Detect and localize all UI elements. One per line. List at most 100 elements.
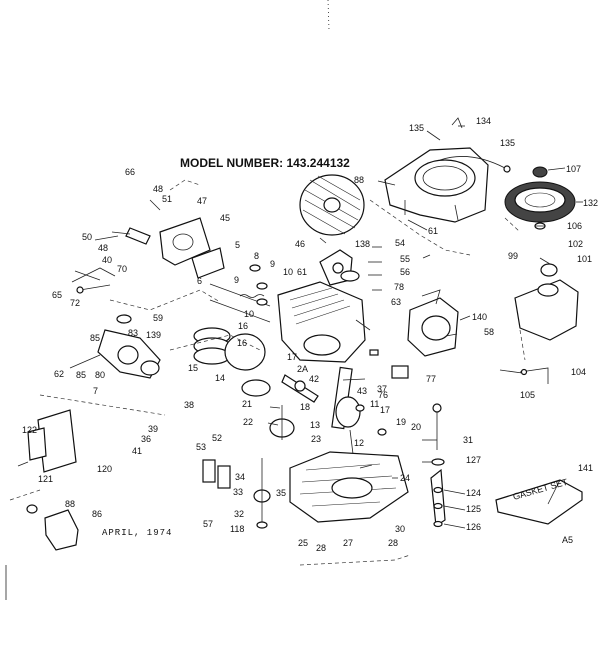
part-label: 8: [254, 251, 259, 261]
scan-speckle: [327, 0, 330, 31]
part-label: 48: [98, 243, 108, 253]
starter-pulley: [407, 289, 459, 357]
part-label: 85: [90, 333, 100, 343]
part-label: 135: [409, 123, 424, 133]
cylinder-block: [277, 281, 371, 363]
part-label: 126: [466, 522, 481, 532]
part-label: 105: [520, 390, 535, 400]
part-label: 41: [132, 446, 142, 456]
part-label: 77: [426, 374, 436, 384]
part-label: 57: [203, 519, 213, 529]
breather-parts: [202, 459, 231, 489]
part-label: 99: [508, 251, 518, 261]
part-label: 140: [472, 312, 487, 322]
part-label: 125: [466, 504, 481, 514]
part-label: 33: [233, 487, 243, 497]
part-label: 102: [568, 239, 583, 249]
part-label: 50: [82, 232, 92, 242]
part-label: 24: [400, 473, 410, 483]
part-label: 7: [93, 386, 98, 396]
part-label: 30: [395, 524, 405, 534]
part-label: 65: [52, 290, 62, 300]
rewind-starter: [504, 166, 576, 230]
part-label: 21: [242, 399, 252, 409]
part-label: 127: [466, 455, 481, 465]
part-label: 10: [283, 267, 293, 277]
part-label: 27: [343, 538, 353, 548]
part-label: 106: [567, 221, 582, 231]
leader-dashes: [9, 179, 526, 566]
part-label: 51: [162, 194, 172, 204]
part-label: 124: [466, 488, 481, 498]
part-label: 23: [311, 434, 321, 444]
part-label: 56: [400, 267, 410, 277]
air-cleaner: [17, 409, 77, 473]
part-label: 42: [309, 374, 319, 384]
part-label: 9: [270, 259, 275, 269]
part-label: 11: [370, 399, 379, 409]
part-label: 132: [583, 198, 598, 208]
part-label: 5: [235, 240, 240, 250]
part-label: 134: [476, 116, 491, 126]
gasket-set-box: GASKET SET: [495, 477, 583, 525]
part-label: 121: [38, 474, 53, 484]
part-label: 2A: [297, 364, 308, 374]
part-label: 9: [234, 275, 239, 285]
part-label: 107: [566, 164, 581, 174]
part-label: 118: [230, 524, 244, 534]
cam-gear: [269, 405, 295, 440]
part-label: 19: [396, 417, 406, 427]
leader-lines: [74, 125, 583, 529]
part-label: 36: [141, 434, 151, 444]
spark-plug: [111, 227, 151, 245]
cylinder-head: [159, 217, 225, 279]
page-code: A5: [562, 535, 573, 545]
part-label: 15: [188, 363, 198, 373]
part-label: 16: [237, 338, 247, 348]
connecting-rod: [281, 374, 319, 403]
part-label: 18: [300, 402, 310, 412]
part-label: 54: [395, 238, 405, 248]
part-label: 85: [76, 370, 86, 380]
dipstick: [430, 403, 446, 528]
carburetor: [69, 314, 161, 379]
part-label: 141: [578, 463, 593, 473]
part-label: 40: [102, 255, 112, 265]
part-label: 76: [378, 390, 388, 400]
part-label: 70: [117, 264, 127, 274]
part-label: 43: [357, 386, 367, 396]
small-parts: [355, 349, 443, 528]
part-label: 138: [355, 239, 370, 249]
part-label: 38: [184, 400, 194, 410]
part-number-labels: 134 135 135 107 88 132 61 106 66 48 51 4…: [22, 116, 598, 553]
part-label: 53: [196, 442, 206, 452]
blower-housing-shroud: [384, 147, 489, 223]
part-label: 66: [125, 167, 135, 177]
part-label: 25: [298, 538, 308, 548]
part-label: 10: [244, 309, 254, 319]
magneto: [319, 249, 360, 286]
part-label: 13: [310, 420, 320, 430]
part-label: 59: [153, 313, 163, 323]
part-label: 48: [153, 184, 163, 194]
part-label: 122: [22, 425, 37, 435]
crankshaft: [331, 366, 361, 471]
part-label: 88: [354, 175, 364, 185]
part-label: 104: [571, 367, 586, 377]
part-label: 88: [65, 499, 75, 509]
part-label: 135: [500, 138, 515, 148]
part-label: 47: [197, 196, 207, 206]
part-label: 61: [428, 226, 438, 236]
part-label: 39: [148, 424, 158, 434]
throttle-lever: [71, 267, 116, 294]
part-label: 28: [316, 543, 326, 553]
part-label: 62: [54, 369, 64, 379]
part-label: 86: [92, 509, 102, 519]
piston-rings: [193, 327, 271, 397]
part-label: 78: [394, 282, 404, 292]
part-label: 37: [377, 384, 387, 394]
part-label: 45: [220, 213, 230, 223]
part-label: 17: [287, 352, 297, 362]
part-label: 83: [128, 328, 138, 338]
